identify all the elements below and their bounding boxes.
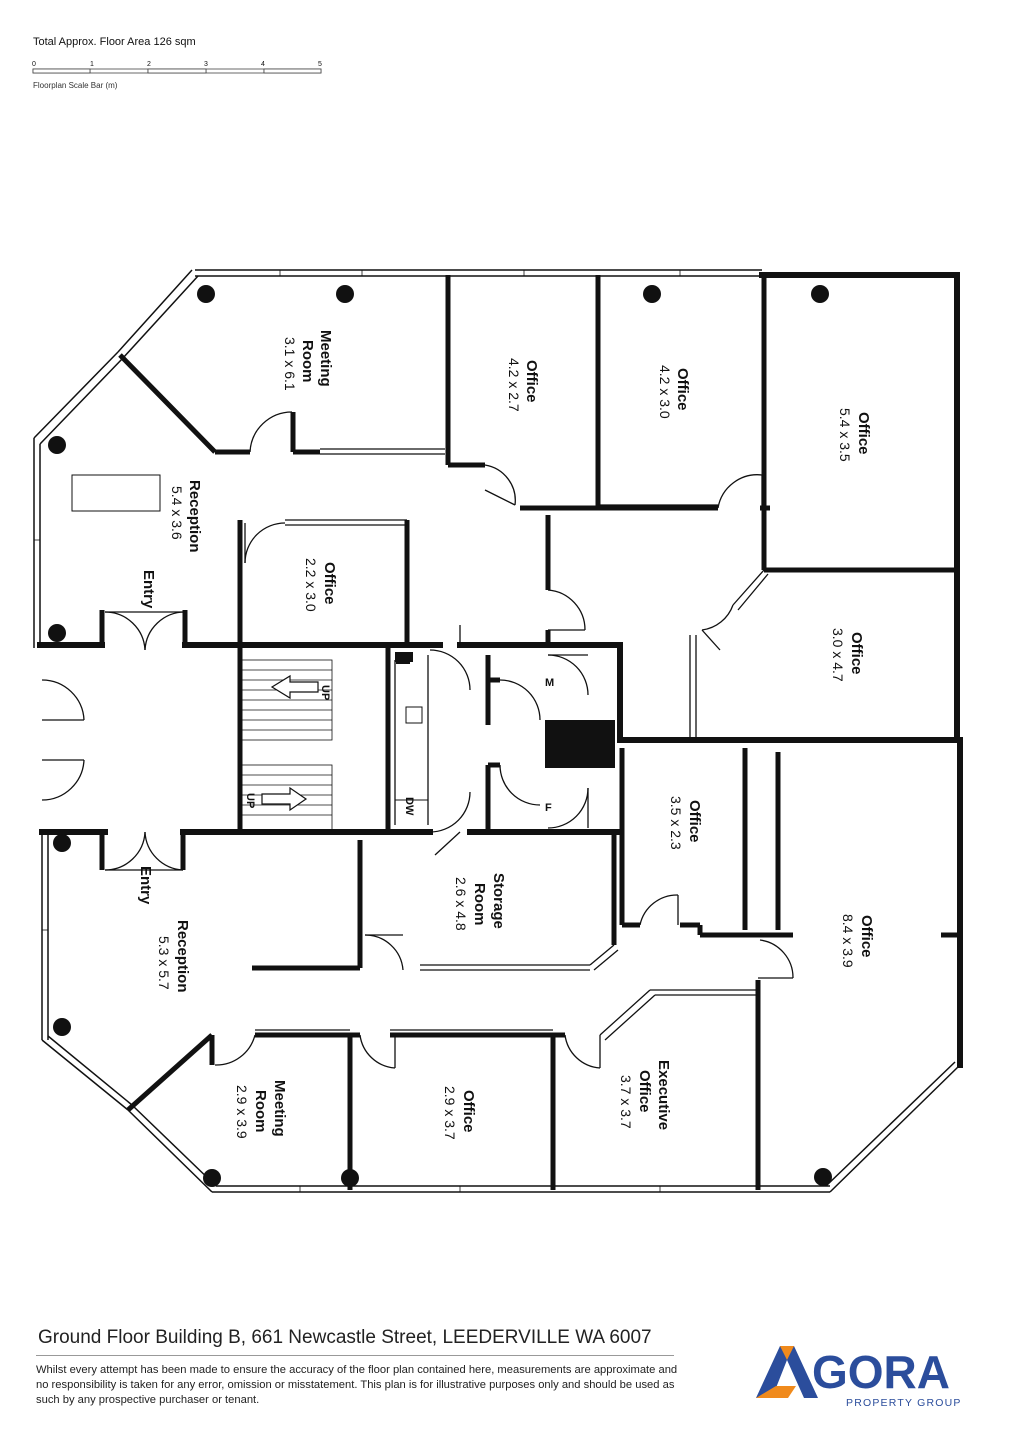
sink-icon	[405, 706, 423, 724]
room-reception-bottom: Reception 5.3 x 5.7 Entry	[137, 866, 191, 993]
logo-subtitle: PROPERTY GROUP	[846, 1397, 962, 1409]
scale-caption: Floorplan Scale Bar (m)	[33, 81, 118, 90]
doors	[41, 411, 794, 1069]
female-toilet-label: F	[545, 802, 552, 814]
svg-text:Office: Office	[523, 360, 540, 403]
svg-text:Storage: Storage	[490, 873, 507, 929]
svg-text:2.2 x 3.0: 2.2 x 3.0	[303, 558, 319, 612]
room-office-e: Office 3.5 x 2.3	[668, 796, 703, 850]
room-meeting-bottom: Meeting Room 2.9 x 3.9	[234, 1080, 288, 1139]
property-address: Ground Floor Building B, 661 Newcastle S…	[38, 1327, 652, 1348]
stair-up-label: UP	[244, 793, 256, 808]
room-office-a: Office 4.2 x 2.7	[506, 358, 540, 412]
floor-plan: UP UP DW M F Meeting Room 3.1 x 6.1 Offi…	[33, 269, 963, 1193]
scale-bar: 0 1 2 3 4 5	[32, 61, 322, 74]
stair-up-label: UP	[319, 685, 331, 700]
room-office-b: Office 4.2 x 3.0	[657, 365, 691, 419]
svg-text:Meeting: Meeting	[271, 1080, 288, 1137]
svg-text:2.9 x 3.9: 2.9 x 3.9	[234, 1085, 250, 1139]
room-office-d: Office 3.0 x 4.7	[830, 628, 865, 682]
room-office-large: Office 8.4 x 3.9	[840, 914, 875, 968]
svg-text:2.6 x 4.8: 2.6 x 4.8	[453, 877, 469, 931]
room-meeting-top: Meeting Room 3.1 x 6.1	[282, 330, 334, 391]
room-office-c: Office 5.4 x 3.5	[837, 408, 872, 462]
svg-text:5.4 x 3.5: 5.4 x 3.5	[837, 408, 853, 462]
svg-text:Reception: Reception	[174, 920, 191, 993]
svg-text:2.9 x 3.7: 2.9 x 3.7	[442, 1086, 458, 1140]
scale-tick-label: 3	[204, 61, 208, 68]
dishwasher-label: DW	[403, 797, 415, 816]
room-executive: Executive Office 3.7 x 3.7	[618, 1060, 672, 1130]
room-reception-top: Reception 5.4 x 3.6 Entry	[140, 480, 203, 609]
interior-walls	[99, 275, 960, 1190]
scale-tick-label: 0	[32, 61, 36, 68]
scale-tick-label: 4	[261, 61, 265, 68]
entry-label: Entry	[140, 570, 157, 609]
floor-area-text: Total Approx. Floor Area 126 sqm	[33, 36, 196, 48]
svg-text:Office: Office	[848, 632, 865, 675]
svg-text:5.4 x 3.6: 5.4 x 3.6	[169, 486, 185, 540]
svg-text:Office: Office	[686, 800, 703, 843]
logo-wordmark: GORA	[812, 1346, 950, 1398]
room-storage: Storage Room 2.6 x 4.8	[453, 873, 507, 931]
svg-text:3.5 x 2.3: 3.5 x 2.3	[668, 796, 684, 850]
stair-arrows	[261, 674, 319, 812]
columns	[48, 285, 832, 1187]
svg-text:Executive: Executive	[655, 1060, 672, 1130]
logo-a-mark	[756, 1346, 818, 1398]
outer-walls	[37, 272, 963, 1068]
svg-text:3.0 x 4.7: 3.0 x 4.7	[830, 628, 846, 682]
svg-text:Reception: Reception	[186, 480, 203, 553]
svg-text:Office: Office	[460, 1090, 477, 1133]
svg-text:Room: Room	[252, 1090, 269, 1133]
svg-text:Office: Office	[855, 412, 872, 455]
svg-text:Office: Office	[636, 1070, 653, 1113]
scale-tick-label: 1	[90, 61, 94, 68]
room-office-small: Office 2.2 x 3.0	[303, 558, 338, 612]
svg-text:4.2 x 2.7: 4.2 x 2.7	[506, 358, 522, 412]
window-mullions	[34, 270, 681, 1192]
svg-text:5.3 x 5.7: 5.3 x 5.7	[156, 936, 172, 990]
svg-text:3.1 x 6.1: 3.1 x 6.1	[282, 337, 298, 391]
svg-text:Room: Room	[471, 883, 488, 926]
svg-text:3.7 x 3.7: 3.7 x 3.7	[618, 1075, 634, 1129]
glazed-partitions	[255, 448, 779, 1041]
entry-label: Entry	[137, 866, 154, 905]
agora-logo: GORA PROPERTY GROUP	[756, 1346, 962, 1409]
svg-text:Room: Room	[299, 340, 316, 383]
svg-text:Office: Office	[674, 368, 691, 411]
room-office-f: Office 2.9 x 3.7	[442, 1086, 477, 1140]
svg-text:Office: Office	[858, 915, 875, 958]
scale-tick-label: 5	[318, 61, 322, 68]
logo-a-accent	[756, 1386, 796, 1398]
service-shaft	[545, 720, 615, 768]
svg-text:Office: Office	[321, 562, 338, 605]
svg-text:8.4 x 3.9: 8.4 x 3.9	[840, 914, 856, 968]
scale-tick-label: 2	[147, 61, 151, 68]
reception-desk	[71, 474, 161, 512]
window-perimeter	[33, 269, 961, 1193]
footer-divider	[36, 1355, 674, 1356]
svg-text:4.2 x 3.0: 4.2 x 3.0	[657, 365, 673, 419]
svg-text:Meeting: Meeting	[317, 330, 334, 387]
male-toilet-label: M	[545, 677, 554, 689]
disclaimer-text: Whilst every attempt has been made to en…	[36, 1364, 678, 1406]
